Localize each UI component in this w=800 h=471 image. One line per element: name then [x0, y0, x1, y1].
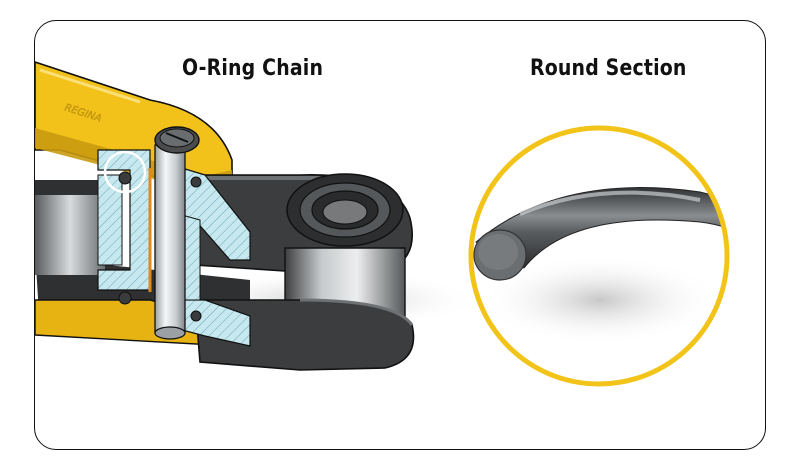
ring-shadow	[480, 255, 720, 345]
round-section-illustration	[468, 125, 730, 387]
title-o-ring-chain: O-Ring Chain	[182, 56, 324, 81]
o-ring-tube	[475, 187, 727, 269]
left-roller	[35, 180, 112, 275]
o-ring-highlight-circle	[103, 150, 147, 194]
o-ring-chain-illustration: REGINA	[35, 60, 480, 371]
magnifier-ring	[468, 125, 730, 387]
title-round-section: Round Section	[530, 56, 687, 81]
chain-pin	[154, 126, 200, 340]
